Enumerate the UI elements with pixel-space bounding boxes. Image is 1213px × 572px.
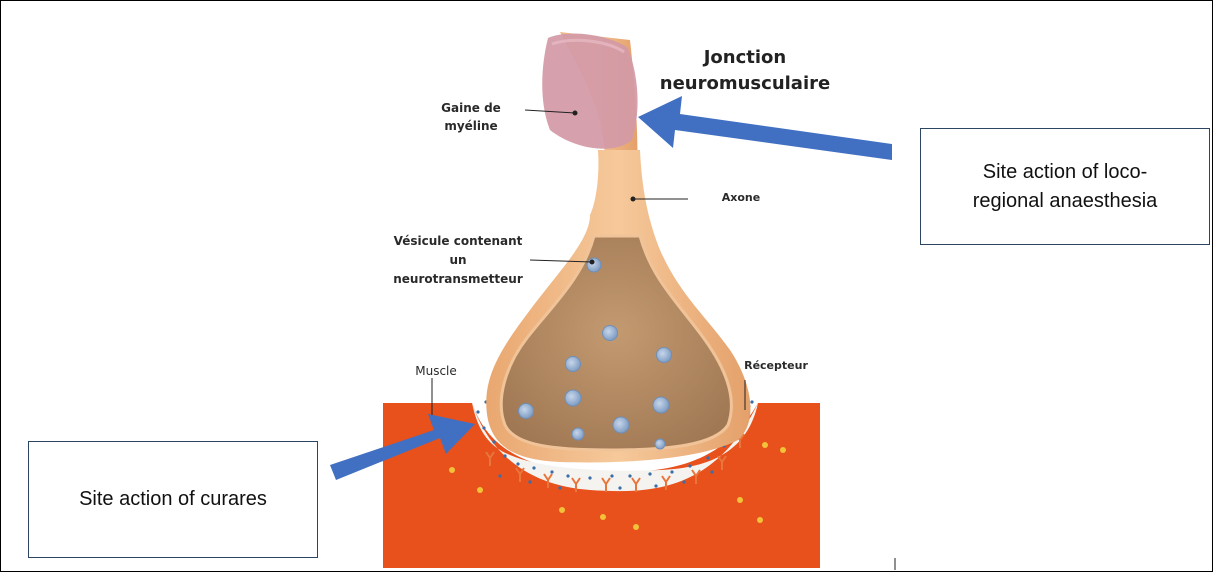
label-axon: Axone [706, 191, 776, 204]
title: Jonction neuromusculaire [655, 45, 835, 97]
label-myelin-line-2: myéline [416, 117, 526, 135]
callout-curares-text: Site action of curares [79, 485, 267, 514]
label-receptor: Récepteur [736, 359, 816, 372]
label-vesicle-line-3: neurotransmetteur [378, 270, 538, 289]
label-myelin: Gaine de myéline [416, 99, 526, 135]
label-vesicle-line-2: un [378, 251, 538, 270]
arrow-locoregional [638, 96, 892, 160]
label-muscle: Muscle [401, 364, 471, 378]
callout-locoregional-line-2: regional anaesthesia [973, 187, 1158, 216]
callout-locoregional: Site action of loco- regional anaesthesi… [920, 128, 1210, 245]
callout-locoregional-line-1: Site action of loco- [973, 158, 1158, 187]
label-vesicle-line-1: Vésicule contenant [378, 232, 538, 251]
title-line-2: neuromusculaire [655, 71, 835, 97]
label-myelin-line-1: Gaine de [416, 99, 526, 117]
callout-curares: Site action of curares [28, 441, 318, 558]
label-vesicle: Vésicule contenant un neurotransmetteur [378, 232, 538, 289]
title-line-1: Jonction [655, 45, 835, 71]
